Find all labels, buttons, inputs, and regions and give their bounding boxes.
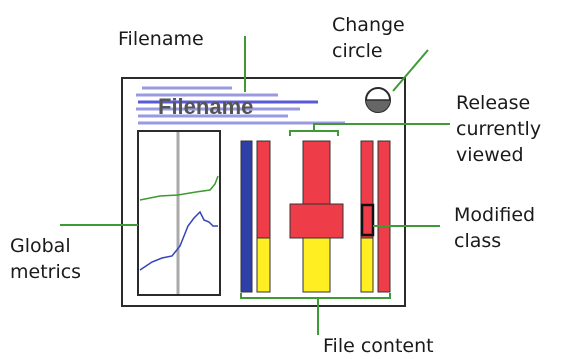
leader-lines [60, 36, 450, 335]
label-release-currently-viewed: Release currently viewed [456, 92, 542, 166]
file-content-bars [240, 140, 391, 293]
bar-red-1 [256, 140, 271, 239]
bar-yellow-1 [256, 237, 271, 293]
metric-line-green [139, 175, 219, 201]
label-file-content: File content [323, 335, 434, 357]
label-filename: Filename [118, 28, 204, 50]
label-global-metrics: Global metrics [10, 235, 82, 283]
bracket-file-content [240, 293, 391, 299]
bar-yellow-3 [360, 237, 374, 293]
change-circle-icon [365, 87, 391, 113]
label-change-circle: Change circle [332, 14, 405, 62]
panel-title: Filename [158, 94, 253, 119]
bar-yellow-2 [302, 237, 331, 293]
label-modified-class: Modified class [454, 204, 536, 252]
title-lines [136, 86, 345, 125]
global-metrics-chart [137, 130, 221, 296]
metric-line-blue [139, 210, 218, 271]
release-block [289, 203, 344, 239]
leader-change-circle [392, 49, 429, 92]
bar-red-4 [377, 140, 391, 293]
modified-class-marker [360, 203, 375, 237]
bar-blue [240, 140, 253, 293]
leader-release [313, 123, 450, 131]
